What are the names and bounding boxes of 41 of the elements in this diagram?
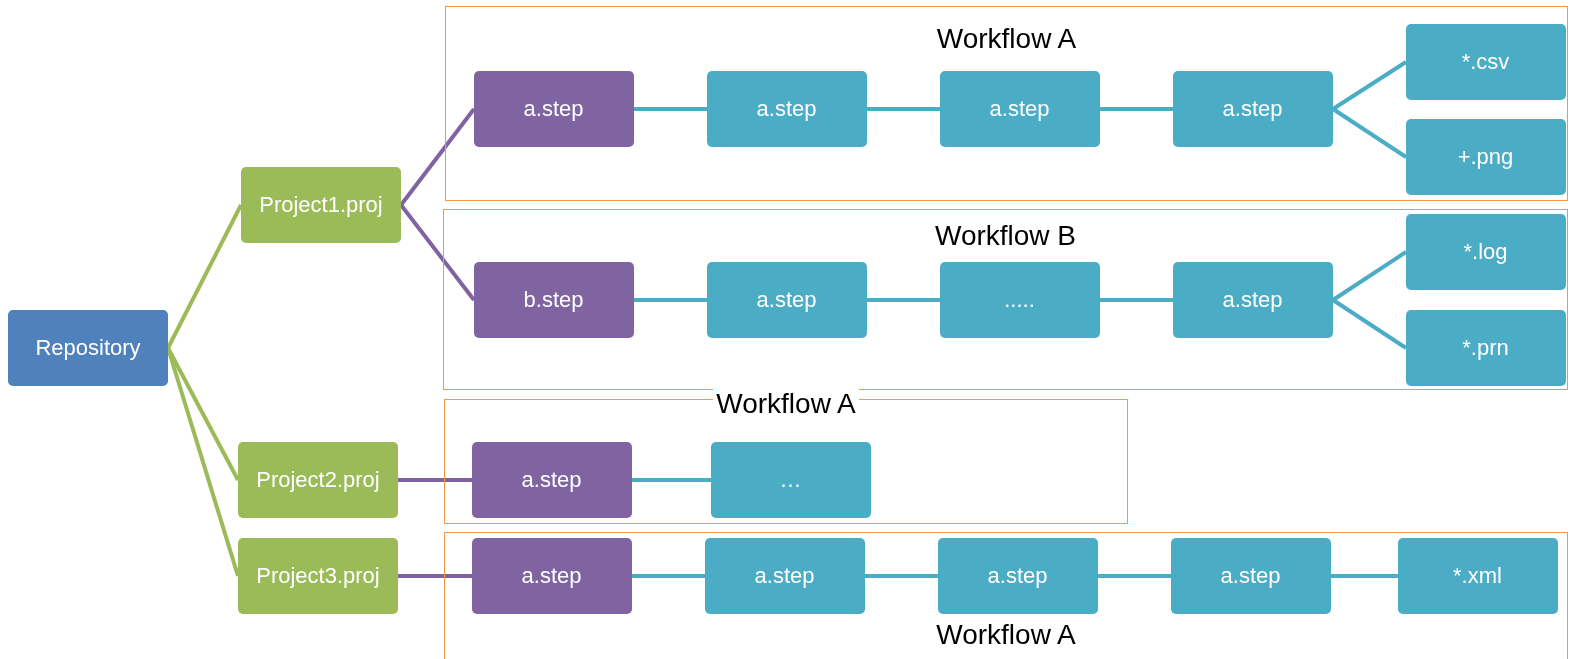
step-box: a.step <box>1172 261 1333 338</box>
connector-line <box>166 347 240 577</box>
step-box: a.step <box>939 70 1100 147</box>
connector-line <box>1100 107 1173 111</box>
step-box: a.step <box>471 537 632 614</box>
step-box: b.step <box>473 261 634 338</box>
step-box: a.step <box>706 70 867 147</box>
connector-line <box>634 107 707 111</box>
step-box: ..... <box>939 261 1100 338</box>
workflow-frame <box>444 532 1568 659</box>
connector-line <box>166 204 243 349</box>
step-box: *.log <box>1405 213 1566 290</box>
project-box: Project1.proj <box>241 167 401 243</box>
workflow-frame <box>445 6 1568 201</box>
connector-line <box>867 107 940 111</box>
connector-line <box>1331 574 1398 578</box>
connector-line <box>398 574 472 578</box>
project-box: Project3.proj <box>238 538 398 614</box>
workflow-frame <box>443 209 1568 390</box>
step-box: a.step <box>473 70 634 147</box>
connector-line <box>632 574 705 578</box>
step-box: a.step <box>704 537 865 614</box>
connector-line <box>867 298 940 302</box>
step-box: a.step <box>471 441 632 518</box>
step-box: … <box>710 441 871 518</box>
connector-line <box>1100 298 1173 302</box>
step-box: a.step <box>937 537 1098 614</box>
step-box: *.xml <box>1397 537 1558 614</box>
project-box: Project2.proj <box>238 442 398 518</box>
step-box: a.step <box>1170 537 1331 614</box>
connector-line <box>1098 574 1171 578</box>
step-box: *.prn <box>1405 309 1566 386</box>
step-box: *.csv <box>1405 23 1566 100</box>
step-box: +.png <box>1405 118 1566 195</box>
repository-box: Repository <box>8 310 168 386</box>
connector-line <box>865 574 938 578</box>
connector-line <box>634 298 707 302</box>
step-box: a.step <box>1172 70 1333 147</box>
connector-line <box>632 478 711 482</box>
connector-line <box>398 478 472 482</box>
step-box: a.step <box>706 261 867 338</box>
